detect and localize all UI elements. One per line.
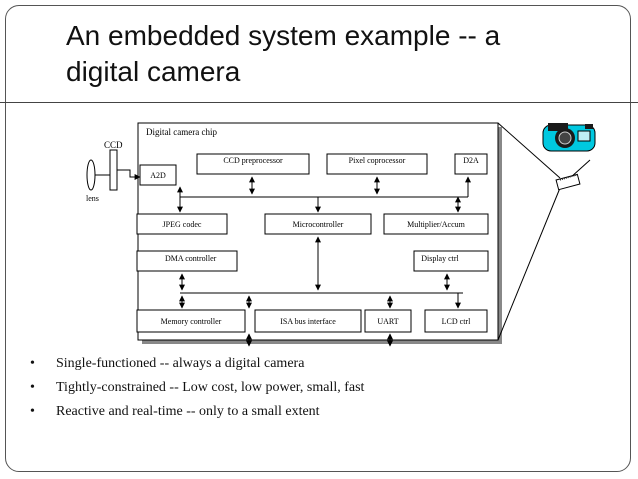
bullet-list: • Single-functioned -- always a digital … [30, 352, 364, 424]
lcd-ctrl-label: LCD ctrl [442, 317, 471, 326]
slide-title: An embedded system example -- a digital … [66, 18, 500, 90]
lens-shape [86, 159, 96, 191]
display-ctrl-block [413, 250, 489, 272]
top-bus-connectors [177, 176, 471, 347]
uart-block [364, 309, 412, 333]
isa-bus-block [254, 309, 362, 333]
callout-line-top [497, 122, 561, 179]
jpeg-codec-block [136, 213, 228, 235]
microcontroller-label: Microcontroller [293, 220, 344, 229]
camera-icon [542, 123, 596, 152]
ccd-sensor [109, 149, 118, 191]
memory-controller-block [136, 309, 246, 333]
bullet-dot: • [30, 380, 35, 395]
bullet-dot: • [30, 404, 35, 419]
memory-controller-label: Memory controller [161, 317, 222, 326]
isa-bus-label: ISA bus interface [280, 317, 336, 326]
display-ctrl-label: Display ctrl [421, 254, 459, 263]
slide-frame [5, 5, 631, 472]
dma-controller-label: DMA controller [165, 254, 217, 263]
bullet-text: Reactive and real-time -- only to a smal… [56, 404, 320, 419]
a2d-block [139, 164, 177, 186]
title-line-2: digital camera [66, 56, 241, 87]
pixel-coprocessor-block [326, 153, 428, 175]
bullet-text: Tightly-constrained -- Low cost, low pow… [56, 380, 365, 395]
lcd-ctrl-block [424, 309, 488, 333]
chip-label: Digital camera chip [146, 127, 217, 137]
chip-icon [555, 173, 581, 191]
ccd-label: CCD [104, 140, 123, 150]
title-line-1: An embedded system example -- a [66, 20, 501, 51]
bullet-text: Single-functioned -- always a digital ca… [56, 356, 305, 371]
bullet-item: • Reactive and real-time -- only to a sm… [30, 400, 364, 424]
pixel-coprocessor-label: Pixel coprocessor [349, 156, 406, 165]
ccd-preprocessor-label: CCD preprocessor [223, 156, 283, 165]
jpeg-codec-label: JPEG codec [163, 220, 202, 229]
ccd-a2d-arrow [117, 169, 141, 180]
a2d-label: A2D [150, 171, 166, 180]
ccd-preprocessor-block [196, 153, 310, 175]
d2a-block [454, 153, 488, 175]
bullet-item: • Tightly-constrained -- Low cost, low p… [30, 376, 364, 400]
dma-controller-block [136, 250, 238, 272]
lens-label: lens [86, 194, 99, 203]
callout-line-bottom [497, 187, 561, 341]
title-divider [0, 102, 638, 103]
bullet-item: • Single-functioned -- always a digital … [30, 352, 364, 376]
multiplier-block [383, 213, 489, 235]
multiplier-label: Multiplier/Accum [407, 220, 466, 229]
microcontroller-block [264, 213, 372, 235]
bullet-dot: • [30, 356, 35, 371]
uart-label: UART [377, 317, 398, 326]
d2a-label: D2A [463, 156, 479, 165]
